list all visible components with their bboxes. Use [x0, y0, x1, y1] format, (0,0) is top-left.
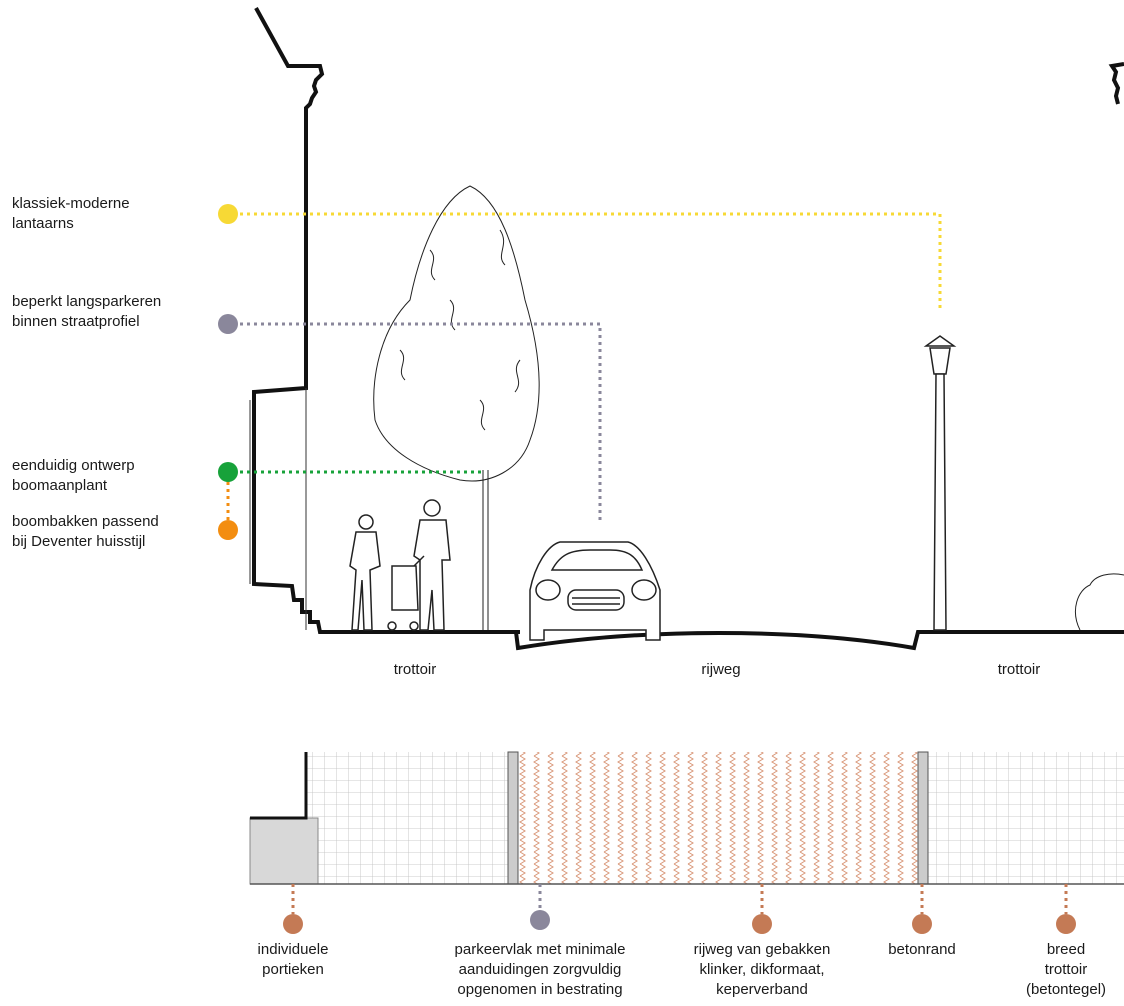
plan-dot-trottoir [1056, 914, 1076, 934]
plan-curb-right [917, 751, 929, 885]
tree-dot [218, 462, 238, 482]
legend-tree-label: eenduidig ontwerp boomaanplant [12, 457, 135, 494]
plan-grid-right [928, 752, 1124, 884]
plan-dot-rijweg [752, 914, 772, 934]
tree-illustration [373, 185, 540, 630]
plan-label-betonrand: betonrand [888, 941, 956, 958]
left-building-facade [252, 7, 520, 634]
shrub-illustration [1075, 573, 1124, 631]
pedestrians-illustration [349, 499, 451, 631]
plan-label-trottoir: breed trottoir (betontegel) [1025, 941, 1107, 998]
plan-facade [250, 752, 308, 820]
plan-dot-betonrand [912, 914, 932, 934]
treebox-dot [218, 520, 238, 540]
plan-road-zigzag [518, 752, 918, 884]
plan-grid-left [306, 752, 510, 884]
road-profile [514, 630, 1124, 651]
plan-portico [249, 817, 319, 885]
legend-parking-label: beperkt langsparkeren binnen straatprofi… [12, 293, 162, 330]
label-road: rijweg [701, 661, 741, 678]
plan-label-portieken: individuele portieken [257, 941, 329, 978]
parking-dot [218, 314, 238, 334]
parking-leader-line [240, 322, 602, 520]
plan-label-parkeervlak: parkeervlak met minimale aanduidingen zo… [454, 941, 626, 998]
right-building-fragment [1108, 62, 1124, 105]
plan-dot-portieken [283, 914, 303, 934]
street-lamp-illustration [923, 335, 957, 631]
label-left-sidewalk: trottoir [393, 661, 437, 678]
plan-dot-parkeervlak [530, 910, 550, 930]
label-right-sidewalk: trottoir [997, 661, 1041, 678]
plan-curb-left [507, 751, 519, 885]
legend-lantern-label: klassiek-moderne lantaarns [12, 195, 130, 232]
lantern-dot [218, 204, 238, 224]
plan-label-rijweg: rijweg van gebakken klinker, dikformaat,… [693, 941, 831, 998]
lantern-leader-line [240, 212, 942, 310]
legend-treebox-label: boombakken passend bij Deventer huisstij… [12, 513, 159, 550]
car-illustration [529, 541, 661, 641]
